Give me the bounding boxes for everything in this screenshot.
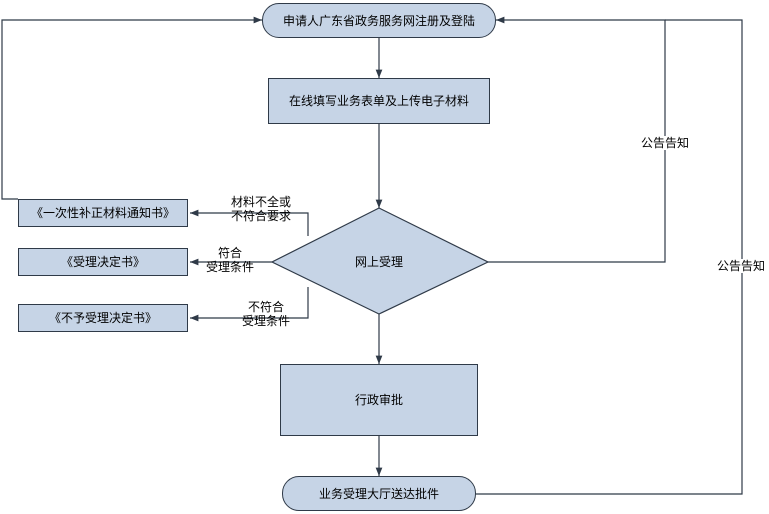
node-fill-form: 在线填写业务表单及上传电子材料 — [268, 78, 490, 124]
edge-supplement-to-register — [1, 16, 262, 200]
edge-label-meets-line1: 符合 — [217, 246, 242, 260]
node-reject-decision: 《不予受理决定书》 — [18, 304, 188, 332]
edge-label-incomplete-line2: 不符合要求 — [230, 209, 291, 223]
edge-label-notice-2-text: 公告告知 — [716, 259, 765, 273]
edge-label-incomplete-line1: 材料不全或 — [230, 195, 291, 209]
edge-label-notice-2: 公告告知 — [709, 259, 769, 273]
node-supplement-notice: 《一次性补正材料通知书》 — [18, 199, 188, 227]
node-accept-decision: 《受理决定书》 — [18, 248, 188, 276]
node-supplement-notice-label: 《一次性补正材料通知书》 — [30, 206, 175, 220]
edge-accept-to-supplement — [190, 209, 309, 236]
edge-label-not-meets: 不符合 受理条件 — [236, 300, 296, 328]
node-online-accept-label: 网上受理 — [354, 255, 403, 269]
node-deliver: 业务受理大厅送达批件 — [282, 476, 476, 511]
edge-label-meets: 符合 受理条件 — [200, 246, 260, 274]
edge-label-not-meets-line2: 受理条件 — [241, 314, 290, 328]
node-accept-decision-label: 《受理决定书》 — [60, 255, 145, 269]
node-register-label: 申请人广东省政务服务网注册及登陆 — [282, 13, 475, 28]
node-online-accept: 网上受理 — [330, 252, 428, 272]
node-deliver-label: 业务受理大厅送达批件 — [318, 486, 439, 501]
edge-label-notice-1-text: 公告告知 — [640, 136, 689, 150]
edge-label-meets-line2: 受理条件 — [205, 260, 254, 274]
edge-label-notice-1: 公告告知 — [634, 136, 696, 150]
online-accept-diamond — [270, 207, 490, 315]
node-admin-approve-label: 行政审批 — [354, 393, 403, 407]
edge-label-not-meets-line1: 不符合 — [247, 300, 284, 314]
edge-accept-to-reject — [190, 287, 309, 322]
node-reject-decision-label: 《不予受理决定书》 — [48, 311, 157, 325]
node-admin-approve: 行政审批 — [280, 364, 478, 436]
node-register: 申请人广东省政务服务网注册及登陆 — [262, 3, 496, 38]
edge-deliver-announce — [476, 19, 743, 495]
node-fill-form-label: 在线填写业务表单及上传电子材料 — [288, 94, 469, 108]
edge-label-incomplete: 材料不全或 不符合要求 — [226, 195, 296, 223]
